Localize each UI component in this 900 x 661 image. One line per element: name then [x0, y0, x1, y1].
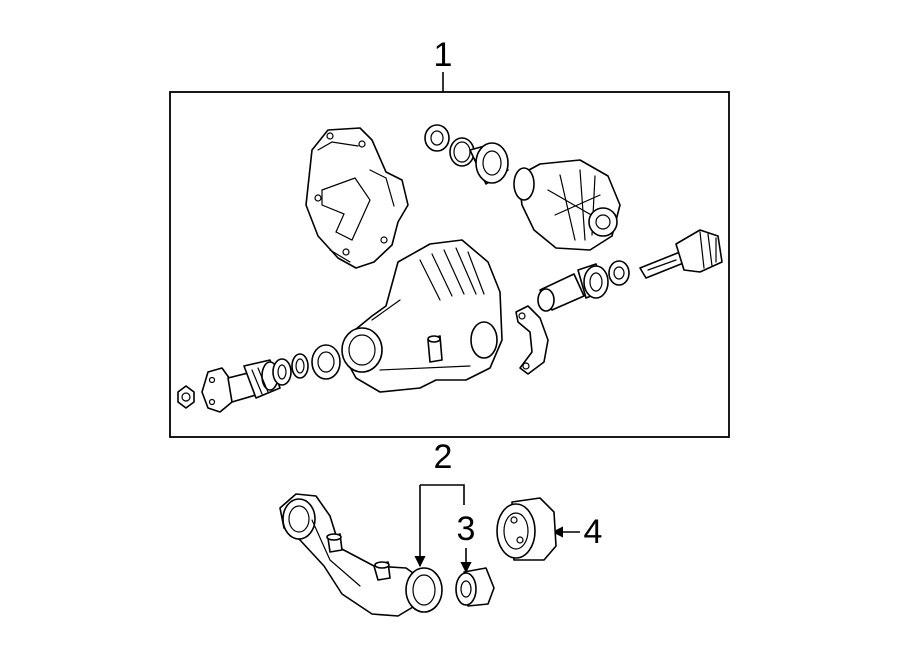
callout-2: 2 [434, 438, 453, 476]
carrier-housing [341, 239, 503, 393]
differential-mount-bracket [279, 493, 443, 617]
mount-bushing [455, 567, 495, 607]
pinion-bearing-set [537, 260, 630, 312]
side-bearing [469, 142, 509, 185]
washer [291, 353, 309, 379]
callout-4: 4 [584, 513, 603, 551]
oil-seal [272, 358, 292, 386]
callout-2-bracket [420, 484, 465, 505]
carrier-cover [305, 127, 409, 269]
bearing-cap [515, 305, 549, 375]
drive-pinion [639, 229, 723, 279]
callout-1: 1 [434, 36, 453, 74]
callout-3: 3 [457, 510, 476, 548]
side-seal [424, 124, 450, 152]
front-pinion-bearing [311, 344, 341, 380]
mount-insulator [496, 497, 557, 561]
assembly-frame [169, 91, 730, 438]
pinion-nut [177, 385, 195, 409]
differential-case [513, 159, 621, 251]
